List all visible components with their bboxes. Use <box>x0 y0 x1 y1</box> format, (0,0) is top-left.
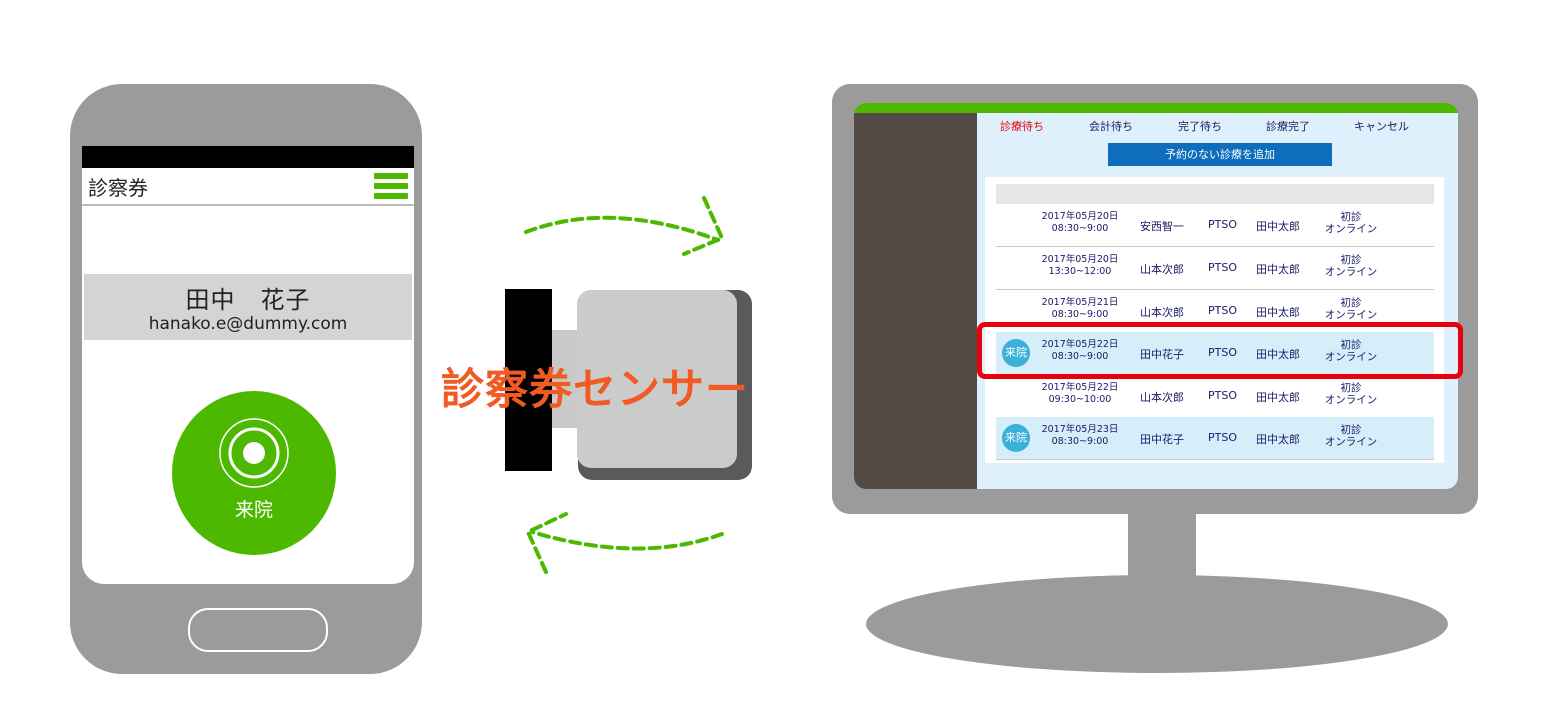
appointment-date: 2017年05月20日 <box>1041 254 1119 265</box>
tab-waiting-completion[interactable]: 完了待ち <box>1178 120 1222 133</box>
visit-kind: 初診 <box>1340 424 1362 436</box>
appointment-time: 08:30~9:00 <box>1051 351 1109 362</box>
patient-name: 田中花子 <box>1140 433 1184 446</box>
screen-sidebar <box>854 113 977 489</box>
visit-kind: 初診 <box>1340 382 1362 394</box>
patient-name: 安西智一 <box>1140 220 1184 233</box>
appointment-date: 2017年05月23日 <box>1041 424 1119 435</box>
visit-kind: 初診 <box>1340 339 1362 351</box>
appointment-date: 2017年05月20日 <box>1041 211 1119 222</box>
phone-app-title: 診察券 <box>88 176 148 200</box>
appointment-date: 2017年05月21日 <box>1041 297 1119 308</box>
appointment-type: PTSO <box>1208 431 1237 444</box>
tab-cancel[interactable]: キャンセル <box>1354 120 1409 133</box>
visit-kind: 初診 <box>1340 254 1362 266</box>
appointment-type: PTSO <box>1208 218 1237 231</box>
appointment-date: 2017年05月22日 <box>1041 339 1119 350</box>
visit-mode: オンライン <box>1324 223 1378 235</box>
phone-status-bar <box>82 146 414 168</box>
highlight-box <box>977 322 1463 379</box>
tab-exam-complete[interactable]: 診療完了 <box>1266 120 1310 133</box>
patient-info-box: 田中 花子 hanako.e@dummy.com <box>84 274 412 340</box>
phone-header: 診察券 <box>82 168 414 206</box>
appointment-type: PTSO <box>1208 261 1237 274</box>
tab-waiting-payment[interactable]: 会計待ち <box>1089 120 1133 133</box>
concentric-circle-icon <box>219 418 289 488</box>
visit-mode: オンライン <box>1324 394 1378 406</box>
visit-mode: オンライン <box>1324 266 1378 278</box>
patient-name: 山本次郎 <box>1140 391 1184 404</box>
appointment-time: 08:30~9:00 <box>1051 436 1109 447</box>
visit-mode: オンライン <box>1324 351 1378 363</box>
doctor-name: 田中太郎 <box>1256 220 1300 233</box>
visit-kind: 初診 <box>1340 297 1362 309</box>
doctor-name: 田中太郎 <box>1256 391 1300 404</box>
patient-name: 山本次郎 <box>1140 263 1184 276</box>
sensor-label: 診察券センサー <box>441 365 749 415</box>
appointment-time: 13:30~12:00 <box>1048 266 1112 277</box>
checkin-label: 来院 <box>234 499 273 521</box>
appointment-time: 09:30~10:00 <box>1048 394 1112 405</box>
appointment-type: PTSO <box>1208 389 1237 402</box>
monitor-screen: 診療待ち 会計待ち 完了待ち 診療完了 キャンセル 予約のない診療を追加 201… <box>854 103 1458 489</box>
appointment-type: PTSO <box>1208 304 1237 317</box>
doctor-name: 田中太郎 <box>1256 348 1300 361</box>
tab-waiting-exam[interactable]: 診療待ち <box>1000 120 1044 133</box>
add-unscheduled-exam-button[interactable]: 予約のない診療を追加 <box>1108 143 1332 166</box>
patient-name: 田中 花子 <box>185 286 311 314</box>
doctor-name: 田中太郎 <box>1256 306 1300 319</box>
visit-mode: オンライン <box>1324 436 1378 448</box>
sensor-device <box>577 290 737 468</box>
patient-email: hanako.e@dummy.com <box>148 314 348 334</box>
sensor-reader-plate <box>505 289 552 471</box>
checkin-badge: 来院 <box>1002 339 1030 367</box>
hamburger-menu-icon[interactable] <box>374 173 408 199</box>
monitor-base <box>866 575 1448 673</box>
dashed-curved-arrow-icon <box>524 196 725 574</box>
visit-mode: オンライン <box>1324 309 1378 321</box>
phone-screen: 診察券 田中 花子 hanako.e@dummy.com 来院 <box>82 146 414 584</box>
appointment-type: PTSO <box>1208 346 1237 359</box>
checkin-button[interactable]: 来院 <box>172 391 336 555</box>
list-header <box>996 184 1434 204</box>
screen-accent-bar <box>854 103 1458 113</box>
patient-name: 山本次郎 <box>1140 306 1184 319</box>
doctor-name: 田中太郎 <box>1256 433 1300 446</box>
appointment-date: 2017年05月22日 <box>1041 382 1119 393</box>
phone-home-button[interactable] <box>188 608 328 652</box>
visit-kind: 初診 <box>1340 211 1362 223</box>
doctor-name: 田中太郎 <box>1256 263 1300 276</box>
checkin-badge: 来院 <box>1002 424 1030 452</box>
patient-name: 田中花子 <box>1140 348 1184 361</box>
appointment-time: 08:30~9:00 <box>1051 223 1109 234</box>
appointment-time: 08:30~9:00 <box>1051 309 1109 320</box>
